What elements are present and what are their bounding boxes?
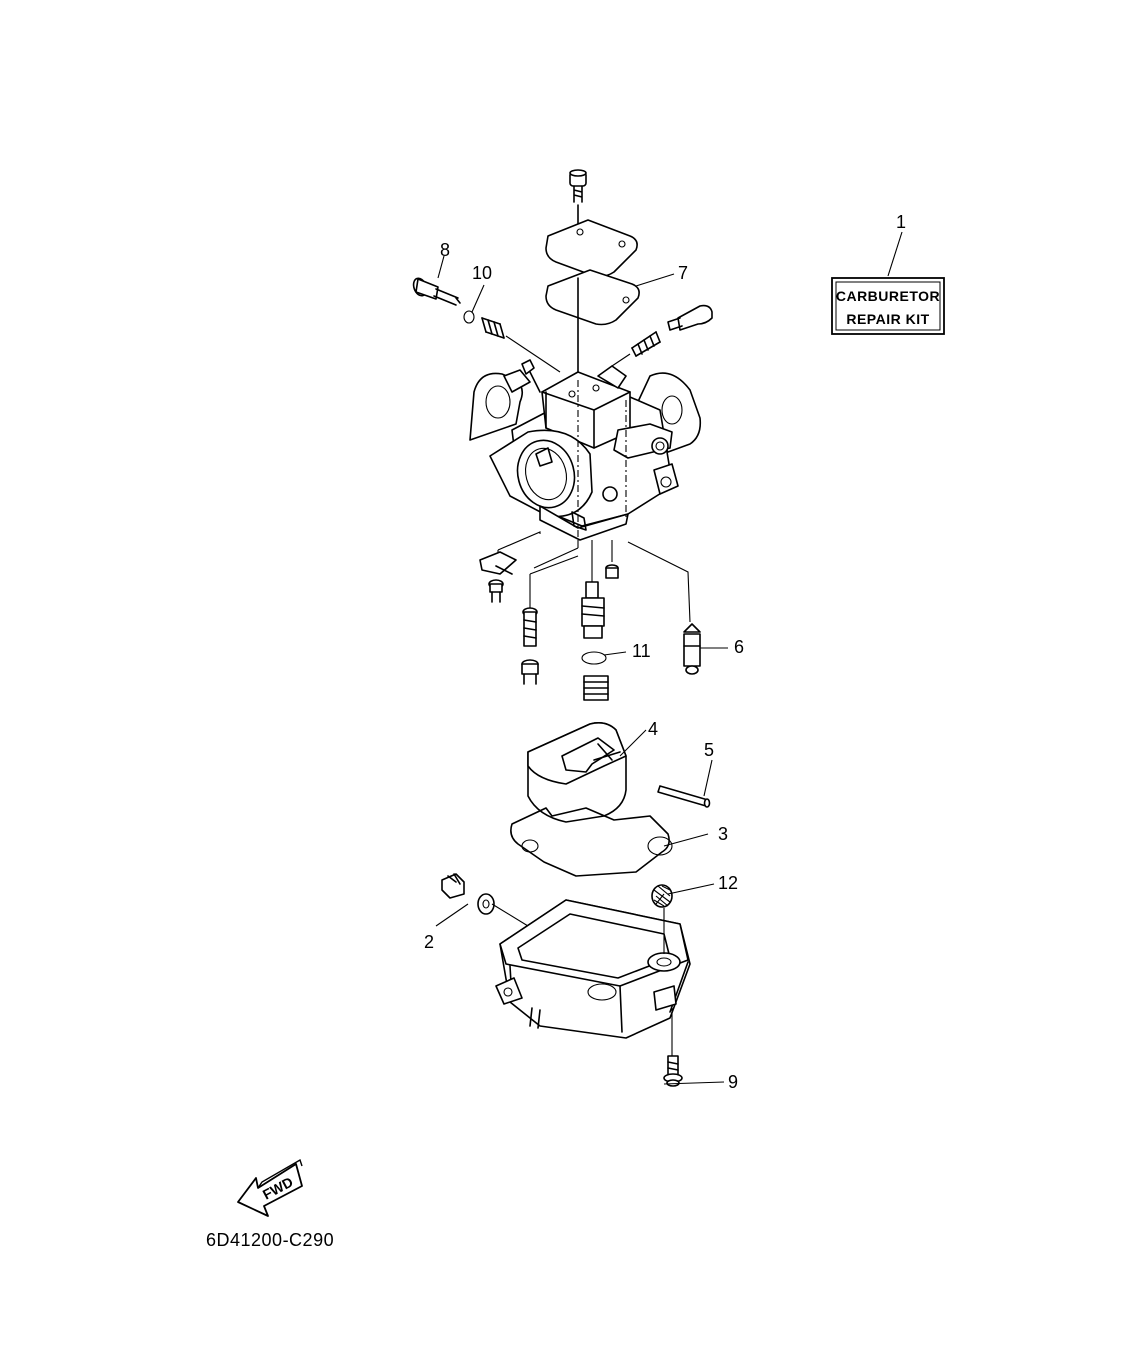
callout-12: 12 — [718, 873, 738, 893]
nozzle-o-ring — [581, 651, 607, 665]
throttle-spring — [631, 331, 661, 357]
figure-code: 6D41200-C290 — [206, 1230, 335, 1250]
o-ring — [463, 310, 475, 324]
pilot-spring — [481, 317, 505, 339]
top-cover-screw — [569, 169, 587, 203]
float-pin — [657, 785, 711, 808]
float-bowl — [495, 899, 691, 1039]
callout-2: 2 — [424, 932, 434, 952]
callout-4: 4 — [648, 719, 658, 739]
plate-screw — [488, 579, 504, 603]
carburetor-body — [469, 359, 702, 541]
kit-label-line2: REPAIR KIT — [846, 311, 929, 327]
small-plate — [479, 551, 517, 575]
float-spring — [583, 675, 609, 701]
callout-5: 5 — [704, 740, 714, 760]
drain-washer — [477, 893, 495, 915]
drain-screw — [441, 873, 465, 899]
cover-gasket — [545, 269, 640, 326]
throttle-stop-screw — [667, 304, 713, 331]
fwd-arrow-icon: FWD — [237, 1158, 303, 1217]
filter-screen — [651, 884, 673, 908]
callout-3: 3 — [718, 824, 728, 844]
callout-10: 10 — [472, 263, 492, 283]
callout-7: 7 — [678, 263, 688, 283]
float — [527, 722, 627, 823]
jet-screw — [521, 659, 539, 685]
callout-8: 8 — [440, 240, 450, 260]
callout-9: 9 — [728, 1072, 738, 1092]
needle-valve — [683, 623, 701, 675]
bowl-gasket — [510, 807, 673, 877]
callout-1: 1 — [896, 212, 906, 232]
kit-label-line1: CARBURETOR — [836, 288, 940, 304]
leader-lines — [435, 231, 903, 1085]
jet-holder-screw — [605, 564, 619, 579]
pilot-screw — [412, 277, 461, 306]
bowl-screw — [663, 1055, 683, 1087]
main-nozzle — [581, 581, 605, 639]
cover-plate — [545, 219, 638, 278]
pilot-jet — [522, 607, 538, 647]
callout-11: 11 — [632, 641, 651, 661]
callout-6: 6 — [734, 637, 744, 657]
repair-kit-box: CARBURETOR REPAIR KIT — [831, 277, 945, 335]
